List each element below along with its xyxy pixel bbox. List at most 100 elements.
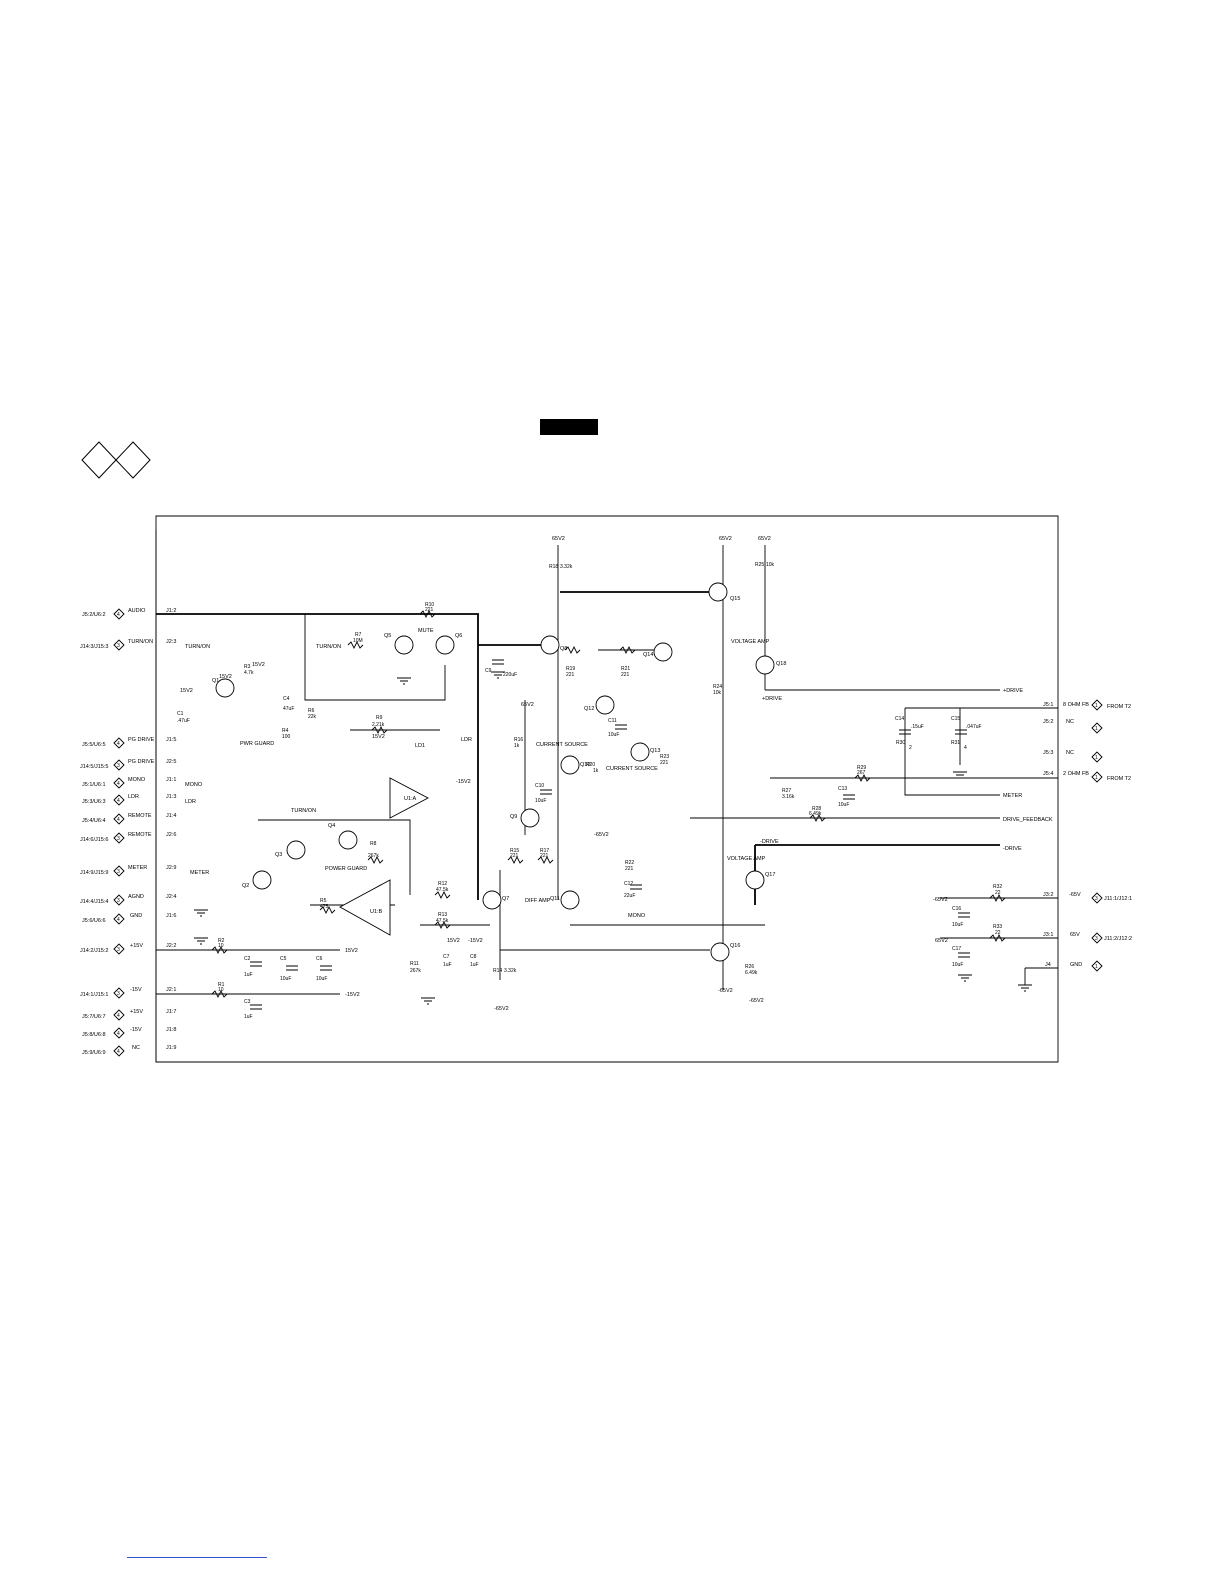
r15-ref: R15 xyxy=(510,848,519,854)
conn-left-12[interactable]: J14:1/J15:1 3 -15V J2:1 -15V2 xyxy=(80,987,360,999)
conn-pin: 1 xyxy=(1095,964,1098,970)
q14-symbol xyxy=(653,642,673,662)
conn-pin: 3 xyxy=(117,947,120,953)
conn-ref: J5:8/U6:8 xyxy=(82,1032,106,1038)
conn-diamond xyxy=(1091,699,1103,711)
conn-right-0[interactable]: J5:1 8 OHM FB 1 FROM T2 xyxy=(1043,699,1131,711)
vm15-label-1: -15V2 xyxy=(456,779,471,785)
r8-value: 267k xyxy=(368,853,379,859)
conn-jpin: J1:8 xyxy=(166,1027,176,1033)
vm65-label-1: -65V2 xyxy=(494,1006,509,1012)
r7-ref: R7 xyxy=(355,632,362,638)
net-labels: +DRIVE +DRIVE -DRIVE -DRIVE METER DRIVE_… xyxy=(180,536,1053,1012)
v65-label-2: 65V2 xyxy=(719,536,732,542)
r17-ref: R17 xyxy=(540,848,549,854)
r11-value: 267k xyxy=(410,968,421,974)
mono-label: MONO xyxy=(628,913,646,919)
transistor-symbols xyxy=(215,582,775,962)
c9-value: 220uF xyxy=(503,672,517,678)
r13-ref: R13 xyxy=(438,912,447,918)
vm65-label-3: -65V2 xyxy=(718,988,733,994)
r27-value: 3.16k xyxy=(782,794,795,800)
r6-ref: R6 xyxy=(308,708,315,714)
c11-value: 10uF xyxy=(608,732,619,738)
conn-right-1[interactable]: J5:2 NC 1 xyxy=(1043,719,1103,734)
conn-diamond xyxy=(113,794,125,806)
conn-left-14[interactable]: J5:8/U6:8 4 -15V J1:8 xyxy=(82,1027,176,1039)
c6-value: 10uF xyxy=(316,976,327,982)
conn-ref: J14:4/J15:4 xyxy=(80,899,108,905)
c6-ref: C6 xyxy=(316,956,323,962)
conn-jpin: J3:2 xyxy=(1043,892,1053,898)
r28-ref: R28 xyxy=(812,806,821,812)
r9-ref: R9 xyxy=(376,715,383,721)
conn-ref: J14:3/J15:3 xyxy=(80,644,108,650)
q10-symbol xyxy=(560,755,580,775)
conn-right-3[interactable]: J5:4 2 OHM FB 1 FROM T2 xyxy=(1043,771,1131,783)
conn-right-6[interactable]: J4 GND 1 xyxy=(1045,960,1103,972)
r19-ref: R19 xyxy=(566,666,575,672)
conn-jpin: J1:3 xyxy=(166,794,176,800)
conn-net: GND xyxy=(130,913,142,919)
gnd-agnd-symbol xyxy=(194,909,208,917)
r2-ref: R2 xyxy=(218,938,225,944)
transistor-labels: Q1 Q2 Q3 Q4 Q5 Q6 Q7 Q8 Q9 Q10 Q11 Q12 Q… xyxy=(212,596,786,949)
q7-label: Q7 xyxy=(502,896,509,902)
conn-left-8[interactable]: J14:9/J15:9 3 METER J2:9 METER xyxy=(80,865,209,877)
q11-symbol xyxy=(560,890,580,910)
conn-right-5[interactable]: J3:1 65V 3 J11:2/J12:2 xyxy=(1043,932,1132,944)
c10-ref: C10 xyxy=(535,783,544,789)
conn-left-11[interactable]: J14:2/J15:2 3 +15V J2:2 15V2 xyxy=(80,943,358,955)
conn-left-0[interactable]: J5:2/U6:2 4 AUDIO J1:2 xyxy=(82,608,176,620)
conn-pin: 3 xyxy=(117,898,120,904)
r13-value: 47.5k xyxy=(436,918,449,924)
q15-symbol xyxy=(708,582,728,602)
conn-right-2[interactable]: J5:3 NC 1 xyxy=(1043,750,1103,763)
conn-left-5[interactable]: J5:3/U6:3 4 LDR J1:3 LDR xyxy=(82,794,196,806)
q7-symbol xyxy=(482,890,502,910)
conn-left-4[interactable]: J5:1/U6:1 4 MONO J1:1 MONO xyxy=(82,777,203,789)
c15-value: .047uF xyxy=(966,724,982,730)
capacitor-labels: C1 .47uF C2 1uF C3 1uF C4 47uF C5 10uF C… xyxy=(177,668,982,1020)
r12-symbol xyxy=(434,890,451,900)
conn-ref: J14:6/J15:6 xyxy=(80,837,108,843)
conn-left-1[interactable]: J14:3/J15:3 3 TURN/ON J2:3 TURN/ON xyxy=(80,639,210,651)
conn-right-4[interactable]: J3:2 -65V 3 J11:1/J12:1 xyxy=(1043,892,1132,904)
conn-left-7[interactable]: J14:6/J15:6 3 REMOTE J2:6 xyxy=(80,832,176,844)
c7-value: 1uF xyxy=(443,962,452,968)
conn-left-3[interactable]: J14:5/J15:5 3 PG DRIVE J2:5 xyxy=(80,759,176,771)
meter-line xyxy=(904,708,1000,796)
conn-left-10[interactable]: J5:6/U6:6 4 GND J1:6 xyxy=(82,913,176,925)
conn-diamond xyxy=(113,1027,125,1039)
c15-symbol xyxy=(955,729,967,735)
meter-label: METER xyxy=(1003,793,1022,799)
conn-label: METER xyxy=(190,870,209,876)
conn-jpin: J3:1 xyxy=(1043,932,1053,938)
conn-left-9[interactable]: J14:4/J15:4 3 AGND J2:4 xyxy=(80,894,176,906)
conn-net: AUDIO xyxy=(128,608,146,614)
conn-net: AGND xyxy=(128,894,144,900)
r5-value: 475 xyxy=(320,904,329,910)
r30-ref: R30 xyxy=(896,740,905,746)
conn-left-6[interactable]: J5:4/U6:4 4 REMOTE J1:4 xyxy=(82,813,176,825)
conn-left-2[interactable]: J5:5/U6:5 4 PG DRIVE J1:5 xyxy=(82,737,176,749)
conn-ref: J14:2/J15:2 xyxy=(80,948,108,954)
conn-left-15[interactable]: J5:9/U6:9 4 NC J1:9 xyxy=(82,1045,176,1057)
c3-value: 1uF xyxy=(244,1014,253,1020)
r1-value: 10 xyxy=(218,987,224,993)
r10-value: 221 xyxy=(425,607,434,613)
mute-loop xyxy=(304,614,446,701)
v65-label-5: 65V2 xyxy=(935,938,948,944)
conn-left-13[interactable]: J5:7/U6:7 4 +15V J1:7 xyxy=(82,1009,176,1021)
conn-net: REMOTE xyxy=(128,832,152,838)
q10-label: Q10 xyxy=(580,762,590,768)
q3-label: Q3 xyxy=(275,852,282,858)
r4-value: 100 xyxy=(282,734,291,740)
drive-neg-label-2: -DRIVE xyxy=(760,839,779,845)
u1b-label: U1:B xyxy=(370,909,383,915)
u1a-opamp xyxy=(389,777,429,819)
conn-diamond xyxy=(113,608,125,620)
conn-pin: 4 xyxy=(117,798,120,804)
conn-diamond xyxy=(1091,932,1103,944)
r29-ref: R29 xyxy=(857,765,866,771)
